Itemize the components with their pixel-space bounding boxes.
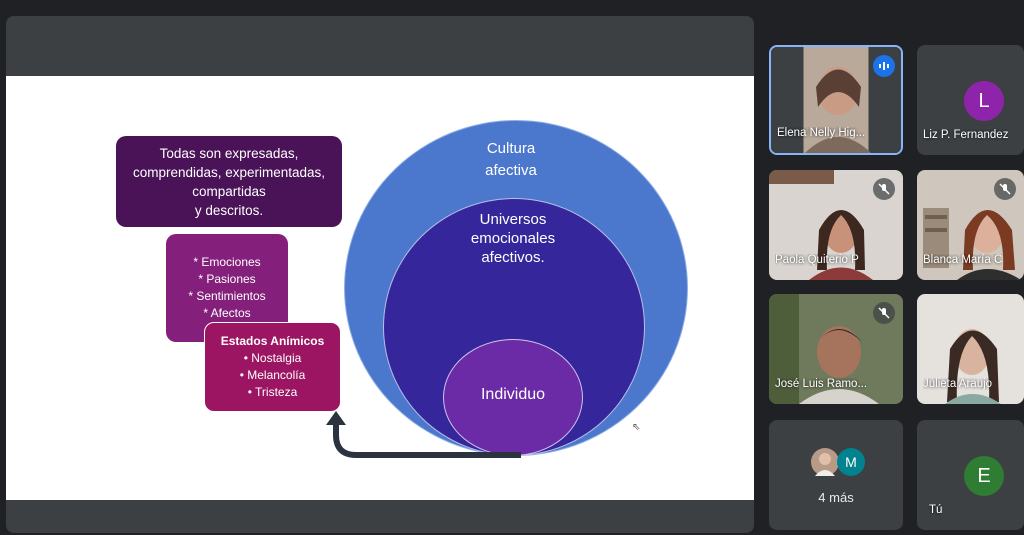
self-tile[interactable]: E Tú <box>917 420 1024 530</box>
participant-silhouette <box>805 67 871 153</box>
mic-off-icon <box>994 178 1016 200</box>
avatar-photo <box>811 448 839 476</box>
participant-tile[interactable]: José Luis Ramo... <box>769 294 903 404</box>
participant-silhouette <box>945 329 1001 404</box>
participant-name: Liz P. Fernandez <box>923 129 1009 141</box>
avatar: E <box>964 456 1004 496</box>
mid-label-line: Universos <box>479 211 547 228</box>
mid-label-line: emocionales <box>470 230 556 247</box>
more-participants-label: 4 más <box>818 490 854 505</box>
cultura-afectiva-label: Cultura afectiva <box>446 138 576 182</box>
participant-tile[interactable]: Blanca María C <box>917 170 1024 280</box>
more-participants-tile[interactable]: M 4 más <box>769 420 903 530</box>
participant-tile[interactable]: Elena Nelly Hig... <box>769 45 903 155</box>
box3-item: • Tristeza <box>247 385 298 399</box>
box1-line: y descritos. <box>194 202 264 218</box>
participant-name: Elena Nelly Hig... <box>777 127 866 139</box>
participant-name: José Luis Ramo... <box>775 378 868 390</box>
participant-name: Blanca María C <box>923 254 1003 266</box>
box3-heading: Estados Anímicos <box>220 334 325 348</box>
individuo-circle <box>443 339 583 456</box>
estados-animicos-box: Estados Anímicos • Nostalgia • Melancolí… <box>204 322 341 412</box>
box2-line: * Pasiones <box>198 272 256 286</box>
participant-name: Paola Quiterio P <box>775 254 859 266</box>
box1-line: compartidas <box>192 183 266 199</box>
audio-level-icon <box>873 55 895 77</box>
curved-arrow-icon <box>326 411 521 458</box>
participant-name: Julieta Araujo <box>923 378 993 390</box>
box2-line: * Emociones <box>193 255 261 269</box>
outer-label-line: Cultura <box>486 140 536 157</box>
outer-label-line: afectiva <box>485 162 537 179</box>
avatar: L <box>964 81 1004 121</box>
box2-line: * Sentimientos <box>188 289 266 303</box>
mouse-cursor-icon: ⇖ <box>632 422 641 433</box>
individuo-label: Individuo <box>480 386 546 403</box>
universos-label: Universos emocionales afectivos. <box>448 210 578 267</box>
participant-tile[interactable]: Julieta Araujo <box>917 294 1024 404</box>
participant-silhouette <box>923 208 1021 280</box>
participant-name: Tú <box>929 504 943 516</box>
presentation-stage: Todas son expresadas, comprendidas, expe… <box>6 16 754 533</box>
mic-off-icon <box>873 302 895 324</box>
avatar: M <box>837 448 865 476</box>
participant-silhouette <box>769 294 879 404</box>
box1-line: Todas son expresadas, <box>159 145 299 161</box>
mid-label-line: afectivos. <box>481 249 545 266</box>
box3-item: • Nostalgia <box>243 351 302 365</box>
box1-line: comprendidas, experimentadas, <box>132 164 326 180</box>
shared-slide: Todas son expresadas, comprendidas, expe… <box>6 76 754 500</box>
box2-line: * Afectos <box>203 306 251 320</box>
participant-silhouette <box>769 170 873 280</box>
expresadas-box: Todas son expresadas, comprendidas, expe… <box>116 136 342 227</box>
participant-tile[interactable]: L Liz P. Fernandez <box>917 45 1024 155</box>
participant-tile[interactable]: Paola Quiterio P <box>769 170 903 280</box>
box3-item: • Melancolía <box>239 368 306 382</box>
mic-off-icon <box>873 178 895 200</box>
participant-video <box>917 294 1024 404</box>
